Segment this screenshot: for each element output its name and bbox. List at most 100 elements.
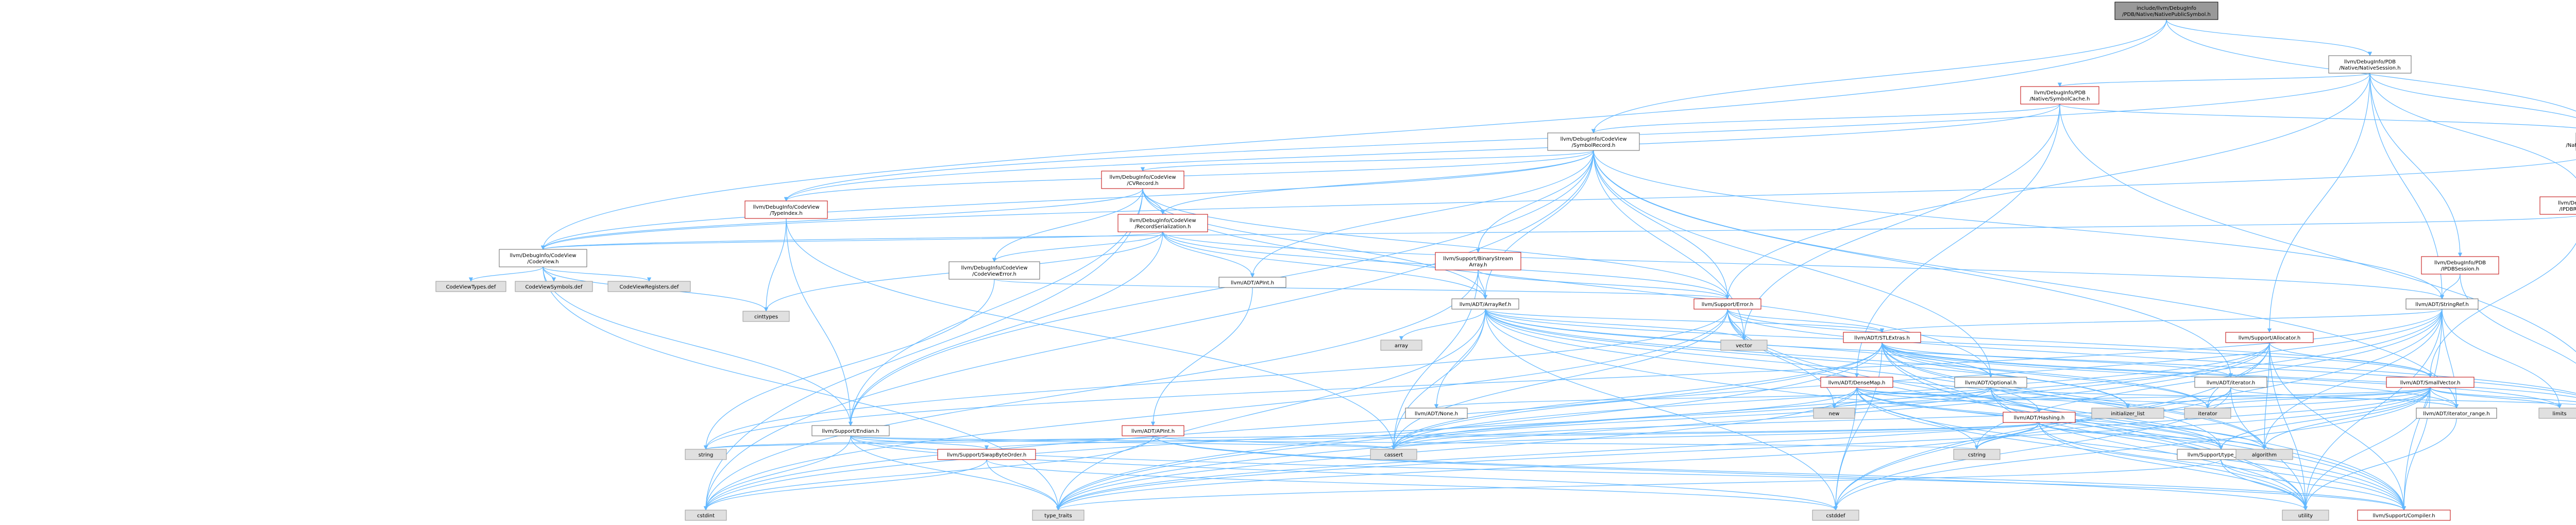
node-label: type_traits — [1044, 513, 1072, 519]
edge-iterator-to-typetraitsstd — [1056, 387, 2231, 511]
node-codeviewerror[interactable]: llvm/DebugInfo/CodeView/CodeViewError.h — [948, 261, 1040, 280]
node-iterator[interactable]: llvm/ADT/iterator.h — [2194, 377, 2267, 388]
node-label: /Native/NativeRawSymbol.h — [2566, 143, 2576, 148]
edge-cvrecord-to-cstdint — [703, 188, 1143, 511]
nodes-layer: include/llvm/DebugInfo/PDB/Native/Native… — [435, 2, 2576, 521]
node-box — [1954, 377, 2027, 388]
node-utility: utility — [2282, 510, 2329, 521]
edge-symbolcache-to-vector — [1741, 104, 2060, 341]
edge-densemap-to-cstddef — [1833, 387, 1857, 511]
edge-allocator-to-compiler — [2269, 342, 2406, 511]
edge-stringref-to-iteratorrange — [2442, 309, 2459, 409]
edge-hashing-to-compiler — [2039, 422, 2406, 511]
node-ipdbsession[interactable]: llvm/DebugInfo/PDB/IPDBSession.h — [2421, 256, 2499, 275]
node-label: llvm/DebugInfo/CodeView — [510, 253, 576, 259]
node-smallvector[interactable]: llvm/ADT/SmallVector.h — [2386, 377, 2475, 388]
node-box — [1435, 252, 1521, 270]
node-none[interactable]: llvm/ADT/None.h — [1405, 408, 1468, 419]
node-stringref[interactable]: llvm/ADT/StringRef.h — [2405, 298, 2479, 310]
node-apsint[interactable]: llvm/ADT/APInt.h — [1122, 425, 1184, 436]
node-label: CodeViewRegisters.def — [620, 284, 679, 290]
edge-stringref-to-algorithm — [2262, 309, 2443, 450]
edge-apint-to-apsint — [1150, 287, 1253, 426]
node-stlextras[interactable]: llvm/ADT/STLExtras.h — [1843, 332, 1921, 343]
edge-stringref-to-typetraitsstd — [1056, 309, 2443, 511]
edge-swapbyteorder-to-cstddef — [986, 459, 1838, 511]
edge-stlextras-to-typetraitsstd — [1056, 342, 1883, 511]
node-label: new — [1829, 411, 1840, 417]
node-box — [2539, 196, 2576, 215]
node-label: /CodeView.h — [527, 259, 558, 265]
edge-nativesession-to-ipdbsession — [2369, 73, 2463, 257]
node-ipdbrawsymbol[interactable]: llvm/DebugInfo/PDB/IPDBRawSymbol.h — [2539, 196, 2576, 215]
node-box — [1547, 132, 1640, 151]
edge-smallvector-to-algorithm — [2262, 387, 2431, 450]
node-box — [685, 510, 727, 521]
node-compiler[interactable]: llvm/Support/Compiler.h — [2357, 510, 2451, 521]
edge-root-to-codeview — [540, 19, 2167, 250]
edge-symbolrecord-to-supporterror — [1593, 150, 1730, 299]
node-label: llvm/Support/Compiler.h — [2372, 513, 2435, 519]
node-iteratorstd: iterator — [2184, 408, 2231, 419]
edge-stringref-to-utility — [2303, 309, 2443, 511]
node-endian[interactable]: llvm/Support/Endian.h — [811, 425, 890, 436]
edge-swapbyteorder-to-cstdint — [703, 459, 987, 511]
node-box — [499, 249, 587, 267]
node-vector: vector — [1720, 340, 1768, 351]
edge-endian-to-cstring — [850, 435, 1978, 450]
edges-layer — [468, 19, 2576, 511]
node-label: array — [1395, 343, 1408, 349]
node-allocator[interactable]: llvm/Support/Allocator.h — [2225, 332, 2314, 343]
node-box — [1813, 408, 1855, 419]
node-symbolcache[interactable]: llvm/DebugInfo/PDB/Native/SymbolCache.h — [2020, 86, 2099, 105]
edge-optional-to-utility — [1990, 387, 2308, 511]
edge-smallvector-to-memory — [2430, 387, 2576, 402]
node-box — [742, 311, 790, 322]
edge-iterator-to-utility — [2230, 387, 2308, 511]
edge-hashing-to-cassert — [1392, 422, 2040, 450]
node-supporterror[interactable]: llvm/Support/Error.h — [1693, 298, 1761, 310]
node-box — [2357, 510, 2451, 521]
node-limits: limits — [2538, 408, 2576, 419]
node-cstdint: cstdint — [685, 510, 727, 521]
node-apint[interactable]: llvm/ADT/APInt.h — [1218, 277, 1286, 288]
node-label: initializer_list — [2111, 411, 2145, 417]
node-arrayref[interactable]: llvm/ADT/ArrayRef.h — [1451, 298, 1519, 310]
node-label: cstdint — [697, 513, 715, 519]
edge-smallvector-to-utility — [2303, 387, 2431, 511]
node-cvrecord[interactable]: llvm/DebugInfo/CodeView/CVRecord.h — [1101, 171, 1184, 189]
edge-optional-to-new — [1832, 387, 1991, 409]
edge-stlextras-to-typetraits — [1882, 342, 2224, 450]
node-typeindex[interactable]: llvm/DebugInfo/CodeView/TypeIndex.h — [744, 200, 828, 219]
node-iteratorrange[interactable]: llvm/ADT/iterator_range.h — [2416, 408, 2497, 419]
node-nativesession[interactable]: llvm/DebugInfo/PDB/Native/NativeSession.… — [2328, 55, 2412, 74]
edge-optional-to-compiler — [1990, 387, 2406, 511]
edge-symbolrecord-to-optional — [1593, 150, 1993, 378]
node-box — [1812, 510, 1859, 521]
node-symbolrecord[interactable]: llvm/DebugInfo/CodeView/SymbolRecord.h — [1547, 132, 1640, 151]
node-label: llvm/DebugInfo/CodeView — [961, 265, 1027, 271]
edge-arrayref-to-smallvector — [1485, 309, 2432, 378]
node-box — [2020, 86, 2099, 105]
node-cinttypes: cinttypes — [742, 311, 790, 322]
node-recordserial[interactable]: llvm/DebugInfo/CodeView/RecordSerializat… — [1117, 214, 1208, 232]
edge-hashing-to-cstring — [1974, 422, 2040, 450]
node-swapbyteorder[interactable]: llvm/Support/SwapByteOrder.h — [937, 449, 1036, 460]
node-densemap[interactable]: llvm/ADT/DenseMap.h — [1820, 377, 1893, 388]
node-nativerawsymbol[interactable]: llvm/DebugInfo/PDB/Native/NativeRawSymbo… — [2566, 132, 2576, 151]
node-label: llvm/Support/type_traits.h — [2188, 452, 2255, 458]
node-label: Array.h — [1469, 262, 1487, 268]
edge-cvrecord-to-codeviewerror — [992, 188, 1143, 262]
node-hashing[interactable]: llvm/ADT/Hashing.h — [2003, 412, 2076, 423]
edge-codeviewerror-to-string — [703, 279, 995, 450]
node-codeview[interactable]: llvm/DebugInfo/CodeView/CodeView.h — [499, 249, 587, 267]
node-root[interactable]: include/llvm/DebugInfo/PDB/Native/Native… — [2114, 2, 2218, 20]
node-optional[interactable]: llvm/ADT/Optional.h — [1954, 377, 2027, 388]
node-label: iterator — [2198, 411, 2217, 417]
edge-hashing-to-typetraits — [2039, 422, 2224, 450]
edge-arrayref-to-none — [1434, 309, 1486, 409]
node-cvsymbolsdef: CodeViewSymbols.def — [515, 281, 593, 292]
node-label: llvm/ADT/Hashing.h — [2014, 415, 2065, 421]
